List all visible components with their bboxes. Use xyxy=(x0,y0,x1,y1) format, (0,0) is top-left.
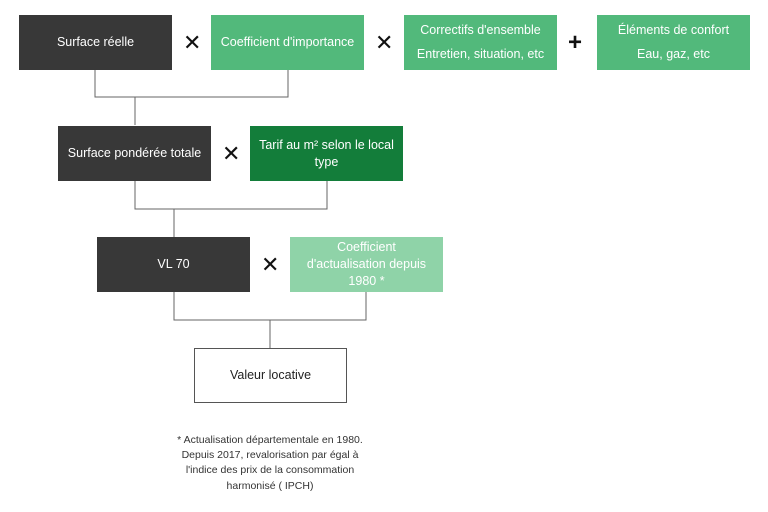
plus-icon: + xyxy=(568,29,583,56)
multiply-icon: ✕ xyxy=(375,30,394,55)
surface-ponderee-label: Surface pondérée totale xyxy=(67,146,202,161)
valeur-locative-box: Valeur locative xyxy=(194,348,347,403)
footnote-line: l'indice des prix de la consommation xyxy=(185,464,355,477)
connector-row3 xyxy=(173,292,367,348)
surface-reelle-label: Surface réelle xyxy=(56,35,135,50)
footnote-line: Depuis 2017, revalorisation par égal à xyxy=(181,449,359,462)
correctifs-ensemble-subtitle: Entretien, situation, etc xyxy=(416,47,545,62)
surface-ponderee-box: Surface pondérée totale xyxy=(58,126,211,181)
connector-row2 xyxy=(134,181,328,237)
correctifs-ensemble-box: Correctifs d'ensemble Entretien, situati… xyxy=(404,15,557,70)
coefficient-importance-box: Coefficient d'importance xyxy=(211,15,364,70)
coefficient-actualisation-box: Coefficient d'actualisation depuis 1980 … xyxy=(290,237,443,292)
connector-row1 xyxy=(94,70,289,125)
multiply-icon: ✕ xyxy=(222,141,241,166)
vl70-box: VL 70 xyxy=(97,237,250,292)
elements-confort-box: Éléments de confort Eau, gaz, etc xyxy=(597,15,750,70)
footnote: * Actualisation départementale en 1980. … xyxy=(160,433,380,494)
coefficient-importance-label: Coefficient d'importance xyxy=(220,35,355,50)
footnote-line: harmonisé ( IPCH) xyxy=(226,479,314,492)
multiply-icon: ✕ xyxy=(183,30,202,55)
tarif-m2-box: Tarif au m² selon le local type xyxy=(250,126,403,181)
coefficient-actualisation-label: Coefficient d'actualisation depuis 1980 … xyxy=(306,240,427,288)
surface-reelle-box: Surface réelle xyxy=(19,15,172,70)
tarif-m2-label: Tarif au m² selon le local type xyxy=(259,137,394,169)
valeur-locative-label: Valeur locative xyxy=(229,368,312,383)
elements-confort-subtitle: Eau, gaz, etc xyxy=(637,47,710,62)
vl70-label: VL 70 xyxy=(157,257,190,272)
elements-confort-title: Éléments de confort xyxy=(617,23,730,38)
multiply-icon: ✕ xyxy=(261,252,280,277)
correctifs-ensemble-title: Correctifs d'ensemble xyxy=(420,23,541,38)
footnote-line: * Actualisation départementale en 1980. xyxy=(177,434,363,446)
